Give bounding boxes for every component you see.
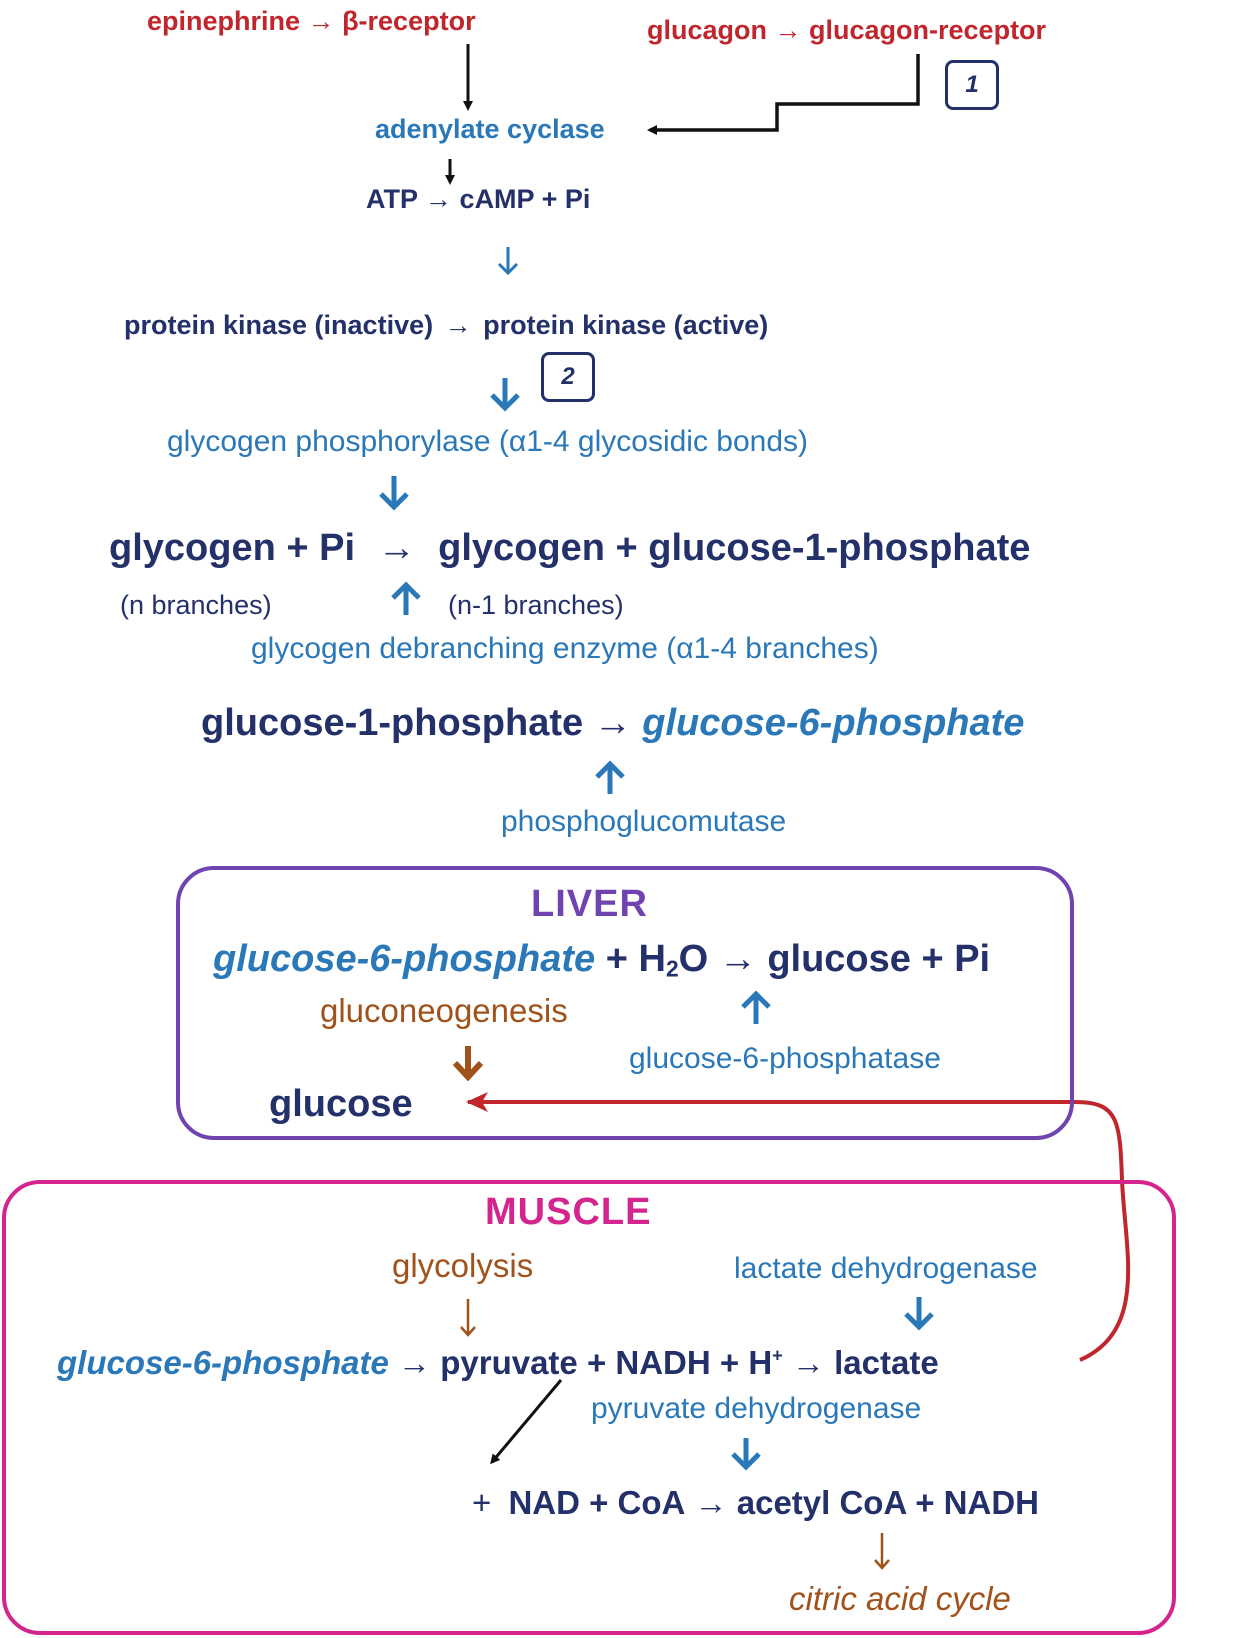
- glucose-pi-text: glucose + Pi: [767, 938, 991, 980]
- glycolysis-lactate-reaction: glucose-6-phosphate → pyruvate + NADH + …: [57, 1346, 939, 1379]
- glycolysis-down-arrow: [460, 1299, 476, 1337]
- reaction-arrow: →: [791, 1344, 825, 1381]
- acetyl-coa-reaction: + NAD + CoA → acetyl CoA + NADH: [472, 1486, 1039, 1519]
- pyruvate-to-nad-arrow: [490, 1379, 563, 1465]
- reaction-arrow: →: [444, 310, 472, 340]
- g6p-hydrolysis-reaction: glucose-6-phosphate + H2O → glucose + Pi: [213, 940, 990, 980]
- reaction-arrow: →: [398, 1344, 432, 1381]
- camp-pi-text: cAMP + Pi: [459, 184, 591, 214]
- phosphorylase-down-arrow: [379, 476, 409, 511]
- pk-inactive-text: protein kinase (inactive): [124, 310, 434, 340]
- mutase-up-arrow: [595, 760, 625, 794]
- glycogen-reaction: glycogen + Pi → glycogen + glucose-1-pho…: [109, 529, 1030, 567]
- pyruvate-nadh-h: pyruvate + NADH + H+: [440, 1344, 783, 1381]
- water-formula: H2O: [638, 938, 708, 980]
- reaction-arrow: →: [307, 6, 335, 36]
- plus-sign: +: [472, 1484, 492, 1521]
- kinase-down-arrow: [490, 378, 520, 412]
- step-2-badge: 2: [541, 352, 595, 402]
- liver-title: LIVER: [531, 883, 648, 925]
- gluconeogenesis-label: gluconeogenesis: [320, 992, 568, 1029]
- phosphorylase-label: glycogen phosphorylase (α1-4 glycosidic …: [167, 425, 809, 458]
- acetyl-coa-nadh-text: acetyl CoA + NADH: [736, 1484, 1040, 1521]
- debranching-up-arrow: [391, 581, 421, 615]
- h-plus-superscript: +: [772, 1345, 783, 1366]
- lactate-dehydrogenase-label: lactate dehydrogenase: [734, 1252, 1038, 1285]
- phosphatase-label: glucose-6-phosphatase: [629, 1042, 941, 1075]
- epinephrine-label: epinephrine → β-receptor: [147, 8, 476, 35]
- reaction-arrow: →: [718, 938, 757, 980]
- phosphoglucomutase-label: phosphoglucomutase: [501, 805, 787, 838]
- water-o: O: [678, 938, 709, 980]
- glucagon-receptor-text: glucagon-receptor: [809, 15, 1047, 45]
- step-1-number: 1: [965, 71, 979, 98]
- reaction-arrow: →: [694, 1484, 728, 1521]
- g1p-text: glucose-1-phosphate: [201, 702, 584, 744]
- glucagon-label: glucagon → glucagon-receptor: [647, 17, 1046, 44]
- g6p-text: glucose-6-phosphate: [642, 702, 1025, 744]
- liver-g6p-text: glucose-6-phosphate: [213, 938, 596, 980]
- step-1-badge: 1: [945, 60, 999, 110]
- n-1-branches-label: (n-1 branches): [448, 590, 624, 620]
- pyruvate-nadh-text: pyruvate + NADH + H: [440, 1344, 773, 1381]
- step-2-number: 2: [561, 363, 575, 390]
- glycogen-pi-text: glycogen + Pi: [109, 527, 356, 569]
- glycolysis-label: glycolysis: [392, 1247, 534, 1284]
- beta-receptor-text: β-receptor: [342, 6, 476, 36]
- lactate-to-glucose-arrow: [466, 1092, 1131, 1362]
- pyruvate-dehydrogenase-label: pyruvate dehydrogenase: [591, 1392, 922, 1425]
- citric-acid-cycle-label: citric acid cycle: [789, 1580, 1011, 1617]
- g1p-to-g6p-reaction: glucose-1-phosphate → glucose-6-phosphat…: [201, 704, 1024, 742]
- lactate-text: lactate: [834, 1344, 939, 1381]
- phosphatase-up-arrow: [741, 990, 771, 1024]
- reaction-arrow: →: [377, 527, 416, 569]
- muscle-g6p-text: glucose-6-phosphate: [57, 1344, 389, 1381]
- atp-camp-reaction: ATP → cAMP + Pi: [366, 186, 590, 213]
- adenylate-cyclase-label: adenylate cyclase: [375, 114, 605, 144]
- ldh-down-arrow: [904, 1297, 934, 1331]
- protein-kinase-reaction: protein kinase (inactive) → protein kina…: [124, 312, 768, 339]
- water-h: H: [638, 938, 666, 980]
- reaction-arrow: →: [774, 15, 802, 45]
- plus-sign: +: [605, 938, 628, 980]
- epinephrine-text: epinephrine: [147, 6, 301, 36]
- glucagon-text: glucagon: [647, 15, 767, 45]
- reaction-arrow: →: [425, 184, 453, 214]
- camp-down-arrow: [497, 247, 519, 276]
- atp-text: ATP: [366, 184, 418, 214]
- gluconeogenesis-down-arrow: [452, 1046, 484, 1082]
- pk-active-text: protein kinase (active): [483, 310, 769, 340]
- liver-region: [176, 866, 1074, 1140]
- citric-down-arrow: [874, 1533, 890, 1570]
- reaction-arrow: →: [593, 702, 632, 744]
- pdh-down-arrow: [731, 1438, 761, 1471]
- liver-glucose-label: glucose: [269, 1083, 413, 1125]
- water-subscript: 2: [665, 955, 679, 982]
- glycogen-g1p-text: glycogen + glucose-1-phosphate: [438, 527, 1031, 569]
- debranching-enzyme-label: glycogen debranching enzyme (α1-4 branch…: [251, 632, 879, 665]
- n-branches-label: (n branches): [120, 590, 272, 620]
- glucagon-to-cyclase-arrow: [647, 54, 920, 135]
- nad-coa-text: NAD + CoA: [508, 1484, 686, 1521]
- muscle-title: MUSCLE: [485, 1191, 652, 1233]
- muscle-region: [2, 1180, 1176, 1635]
